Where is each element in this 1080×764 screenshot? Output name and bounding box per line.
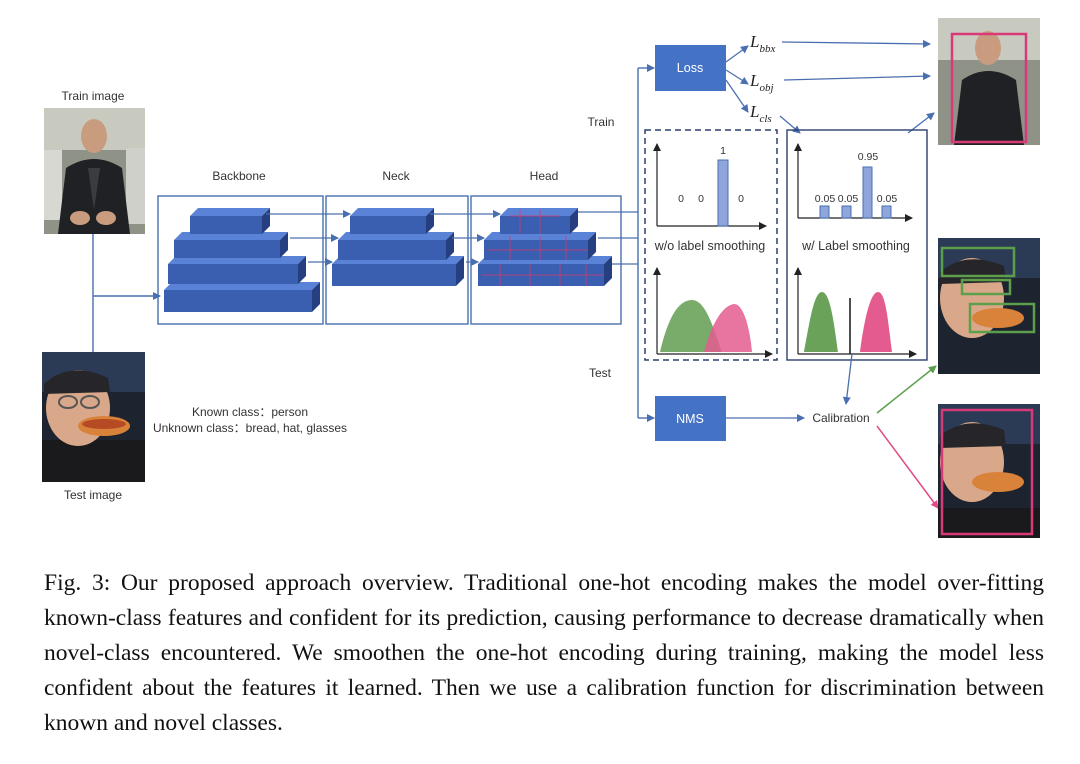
loss-bbx-term: Lbbx [749,32,775,55]
train-image [44,108,145,234]
neck-label: Neck [382,169,410,183]
loss-label: Loss [677,61,703,75]
obj-output-arrow [783,72,931,81]
with-smoothing-panel [786,129,928,361]
bar-label: 0.05 [838,193,859,205]
bar-label: 0.95 [858,151,879,163]
train-image-label: Train image [62,89,125,103]
bar-label: 0.05 [877,193,898,205]
stage-arrows [266,210,638,266]
bar-label: 1 [720,145,726,157]
approach-diagram: Train image Test image Backbone Neck Hea… [42,18,1040,538]
known-output-image [938,238,1040,374]
unknown-class-text: Unknown class：bread, hat, glasses [153,421,347,435]
known-class-text: Known class：person [192,405,308,419]
novel-output-arrow [876,425,939,509]
backbone-frame [157,195,324,325]
loss-obj-term: Lobj [749,71,774,94]
without-smoothing-title: w/o label smoothing [654,239,766,253]
head-label: Head [530,169,559,183]
with-smoothing-title: w/ Label smoothing [801,239,910,253]
test-image-label: Test image [64,488,122,502]
calibration-label: Calibration [812,411,869,425]
known-output-arrow [876,365,937,414]
with-smoothing-distribution [794,267,917,358]
head-blocks [478,208,612,286]
smoothing-calibration-arrow [842,353,853,405]
bar-label: 0 [698,193,704,205]
without-smoothing-panel [644,129,778,361]
loss-cls-arrow [725,79,749,113]
train-label: Train [588,115,615,129]
bbx-output-arrow [781,39,931,48]
without-smoothing-distribution [653,267,773,358]
novel-output-image [938,404,1040,538]
loss-obj-arrow [725,69,749,85]
backbone-blocks [164,208,320,312]
nms-label: NMS [676,412,704,426]
nms-box [655,396,726,441]
loss-cls-term: Lcls [749,102,772,125]
neck-blocks [332,208,464,286]
without-smoothing-bars: 0 0 1 0 [653,143,767,230]
backbone-label: Backbone [212,169,266,183]
bar-label: 0 [678,193,684,205]
test-label: Test [589,366,612,380]
loss-bbx-arrow [725,45,749,63]
test-image [42,352,145,482]
loss-box [655,45,726,91]
figure-caption: Fig. 3: Our proposed approach overview. … [44,570,1044,736]
with-smoothing-bars: 0.05 0.05 0.95 0.05 [794,143,913,222]
train-output-image [938,18,1040,145]
bar-label: 0.05 [815,193,836,205]
bar-label: 0 [738,193,744,205]
